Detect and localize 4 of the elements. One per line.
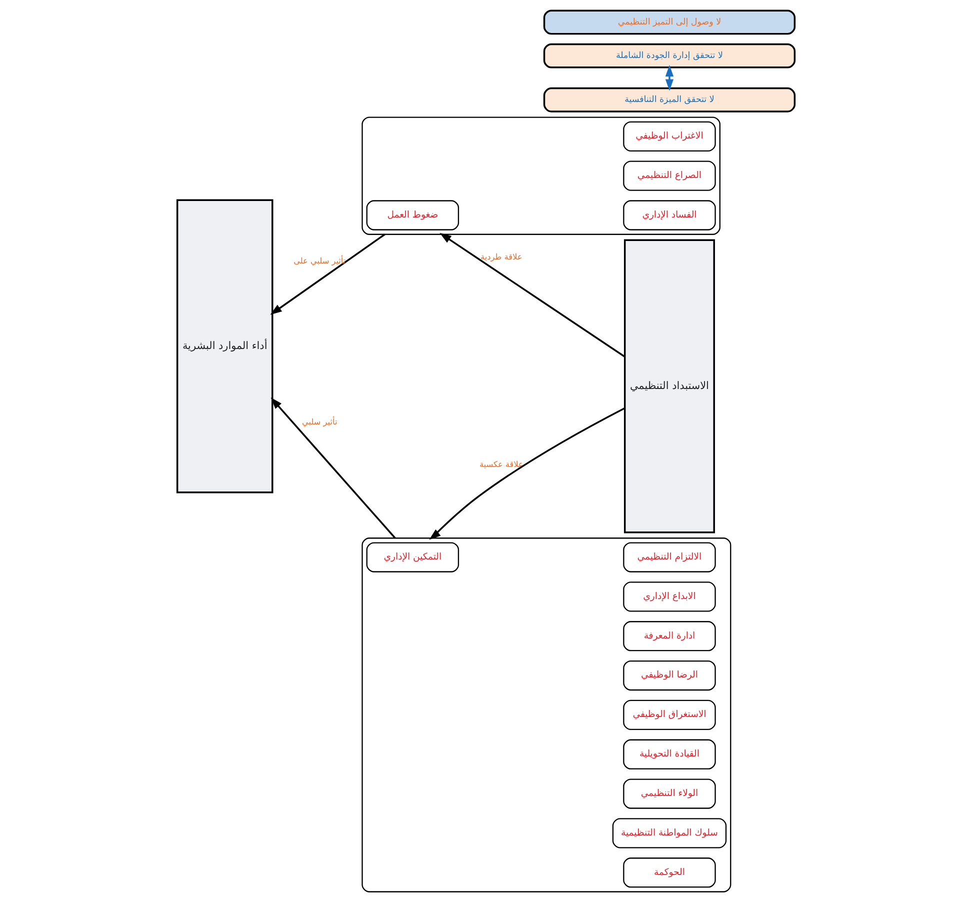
- edge-label: علاقة عكسية: [479, 458, 524, 469]
- edge-label: تأثير سلبي: [302, 416, 338, 427]
- edge-label: علاقة طردية: [480, 251, 522, 262]
- edge-label: تأثير سلبي على: [294, 255, 346, 266]
